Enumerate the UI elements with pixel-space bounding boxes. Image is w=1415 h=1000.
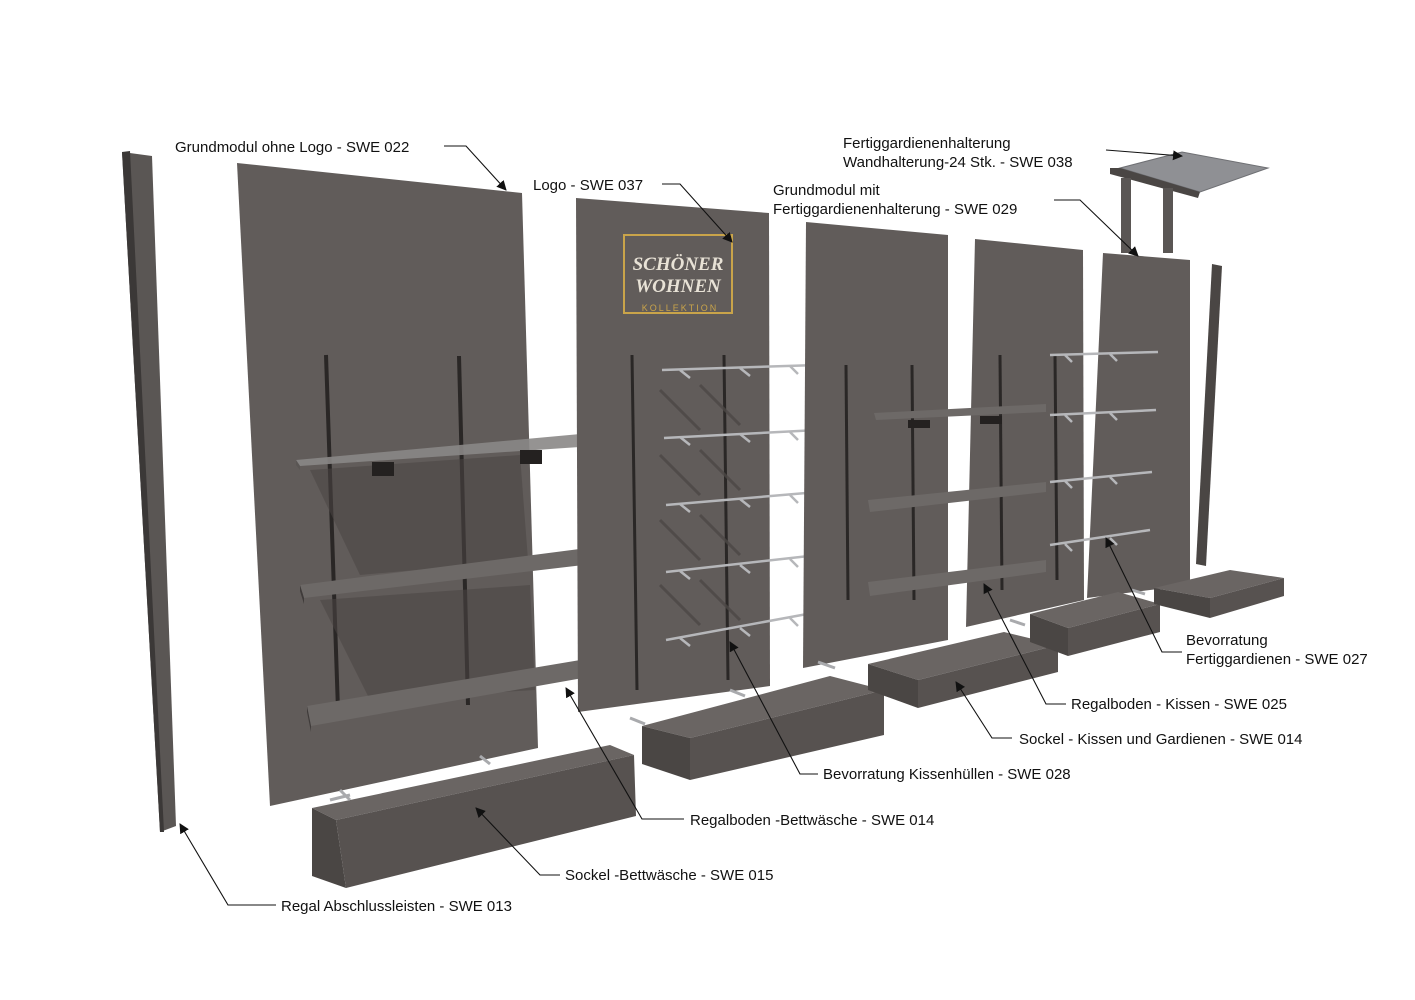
label-pillow-curtain-base: Sockel - Kissen und Gardienen - SWE 014 <box>1019 731 1302 748</box>
svg-text:SCHÖNER: SCHÖNER <box>633 254 724 275</box>
label-logo: Logo - SWE 037 <box>533 177 643 194</box>
curtain-wall-holder <box>1110 151 1270 253</box>
svg-text:KOLLEKTION: KOLLEKTION <box>642 303 719 313</box>
label-bedding-shelf: Regalboden -Bettwäsche - SWE 014 <box>690 812 934 829</box>
label-pillow-shelf: Regalboden - Kissen - SWE 025 <box>1071 696 1287 713</box>
base-pillowcases <box>642 676 884 780</box>
label-curtain-storage-line1: Bevorratung <box>1186 632 1268 649</box>
leader-lines <box>179 145 1183 906</box>
rail-hooks-pillowcases <box>661 363 819 647</box>
label-curtain-holder-line2: Wandhalterung-24 Stk. - SWE 038 <box>843 154 1073 171</box>
label-curtain-storage-line2: Fertiggardienen - SWE 027 <box>1186 651 1368 668</box>
label-bedding-base: Sockel -Bettwäsche - SWE 015 <box>565 867 773 884</box>
panel-pillow-module <box>966 239 1084 627</box>
base-curtains <box>1154 570 1284 618</box>
panel-logo-module <box>576 198 770 712</box>
end-strip-left <box>122 151 176 832</box>
panel-base-module-no-logo <box>237 163 538 806</box>
labels: Grundmodul ohne Logo - SWE 022 Logo - SW… <box>175 135 1368 915</box>
label-end-strips: Regal Abschlussleisten - SWE 013 <box>281 898 512 915</box>
label-base-module-with-holder-line1: Grundmodul mit <box>773 182 881 199</box>
svg-text:WOHNEN: WOHNEN <box>635 276 722 297</box>
panel-middle-module <box>803 222 948 668</box>
label-curtain-holder-line1: Fertiggardienenhalterung <box>843 135 1011 152</box>
panel-curtain-module <box>1087 253 1190 598</box>
shelf-pillows-bottom <box>868 560 1046 596</box>
end-strip-right <box>1196 264 1222 566</box>
shelf-bedding-top <box>296 430 624 476</box>
shelf-bedding-bottom <box>307 652 628 732</box>
base-pillows-curtains <box>868 632 1058 708</box>
shelf-pillows-middle <box>868 482 1046 512</box>
label-base-module-with-holder-line2: Fertiggardienenhalterung - SWE 029 <box>773 201 1017 218</box>
base-bedding <box>312 745 636 888</box>
label-base-module-no-logo: Grundmodul ohne Logo - SWE 022 <box>175 139 409 156</box>
rail-hooks-curtains <box>1049 350 1159 552</box>
connecting-rods <box>338 588 1146 802</box>
shelf-bedding-middle <box>300 543 626 604</box>
label-pillowcase-storage: Bevorratung Kissenhüllen - SWE 028 <box>823 766 1071 783</box>
logo-schoener-wohnen: SCHÖNER WOHNEN KOLLEKTION <box>623 234 733 314</box>
base-pillows-2 <box>1030 592 1160 656</box>
shelf-pillows-top <box>874 404 1046 428</box>
